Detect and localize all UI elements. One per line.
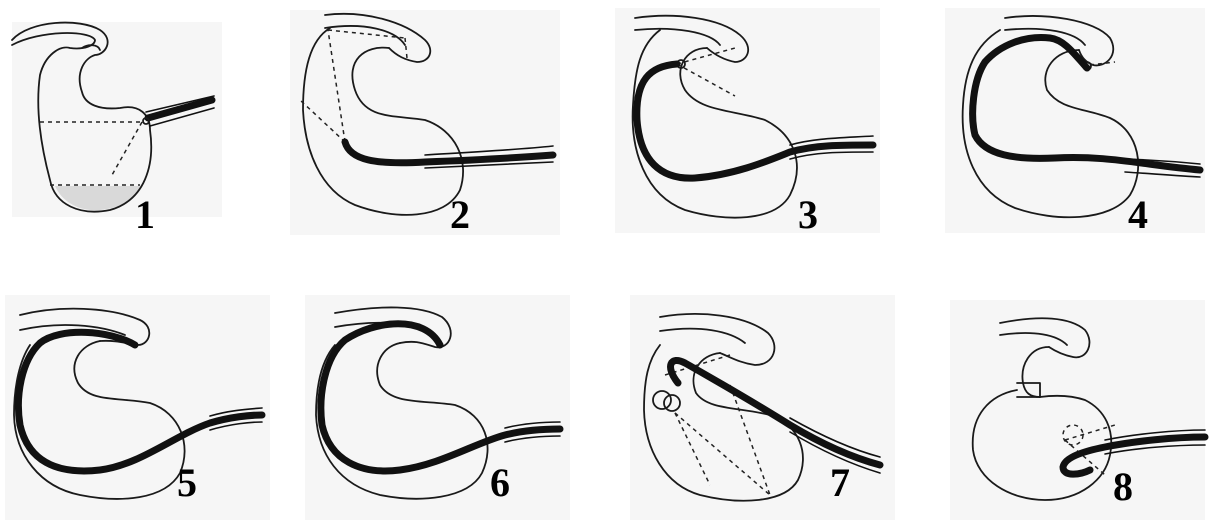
panel-number: 8: [1113, 467, 1133, 507]
panel-7: 7: [630, 285, 930, 527]
panel-number: 6: [490, 463, 510, 503]
panel-number: 4: [1128, 195, 1148, 235]
stomach-diagram-2: [285, 0, 585, 250]
panel-5: 5: [0, 285, 300, 527]
panel-6: 6: [300, 285, 600, 527]
panel-2: 2: [285, 0, 585, 250]
stomach-diagram-4: [945, 0, 1215, 250]
panel-1: 1: [0, 0, 300, 250]
panel-8: 8: [945, 285, 1215, 527]
panel-3: 3: [615, 0, 915, 250]
stomach-diagram-6: [300, 285, 600, 527]
panel-number: 7: [830, 463, 850, 503]
stomach-diagram-5: [0, 285, 300, 527]
panel-number: 2: [450, 195, 470, 235]
panel-number: 3: [798, 195, 818, 235]
panel-number: 5: [177, 463, 197, 503]
stomach-diagram-8: [945, 285, 1215, 527]
stomach-diagram-7: [630, 285, 930, 527]
stomach-diagram-3: [615, 0, 915, 250]
panel-4: 4: [945, 0, 1215, 250]
panel-number: 1: [135, 195, 155, 235]
